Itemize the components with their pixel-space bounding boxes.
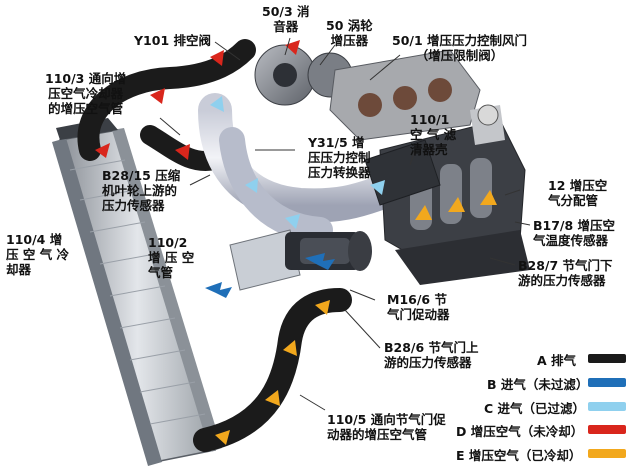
intake-distributor	[379, 104, 530, 285]
label-y101-bypass-valve: Y101 排空阀	[134, 33, 211, 48]
flow-arrows-lightblue	[210, 96, 385, 229]
charge-pipe-hot	[77, 39, 256, 161]
charge-pipe-cooled	[193, 288, 352, 452]
flow-arrows-red	[95, 40, 300, 160]
legend-label-b: B 进气（未过滤）	[487, 377, 589, 392]
label-50-turbocharger: 50 涡轮 增压器	[326, 18, 373, 48]
label-b28-7-pressure-sensor: B28/7 节气门下 游的压力传感器	[518, 258, 613, 288]
legend-swatch-intake-filtered	[588, 402, 626, 411]
legend-swatch-intake-unfiltered	[588, 378, 626, 387]
label-110-3-charge-air-pipe: 110/3 通向增 压空气冷却器 的增压空气管	[45, 71, 127, 116]
label-50-3-muffler: 50/3 消 音器	[262, 4, 310, 34]
label-b17-8-temperature-sensor: B17/8 增压空 气温度传感器	[533, 218, 616, 248]
label-b28-6-pressure-sensor: B28/6 节气门上 游的压力传感器	[384, 340, 479, 370]
throttle-body	[229, 229, 372, 291]
label-m16-6-throttle-actuator: M16/6 节 气门促动器	[387, 292, 450, 322]
flow-arrows-blue	[205, 253, 335, 298]
label-110-4-intercooler: 110/4 增 压 空 气 冷 却器	[6, 232, 70, 277]
legend-swatch-boost-hot	[588, 425, 626, 434]
legend-swatch-boost-cooled	[588, 449, 626, 458]
legend-label-e: E 增压空气（已冷却）	[456, 448, 582, 463]
label-110-2-charge-air-pipe: 110/2 增 压 空 气管	[148, 235, 195, 280]
label-b28-15-pressure-sensor: B28/15 压缩 机叶轮上游的 压力传感器	[102, 168, 181, 213]
legend-label-c: C 进气（已过滤）	[484, 401, 586, 416]
exhaust-manifold	[329, 49, 481, 141]
intercooler	[52, 118, 222, 466]
label-110-1-air-filter-housing: 110/1 空 气 滤 清器壳	[410, 112, 457, 157]
label-12-charge-air-distributor: 12 增压空 气分配管	[548, 178, 608, 208]
label-110-5-charge-air-pipe: 110/5 通向节气门促 动器的增压空气管	[327, 412, 446, 442]
leader-lines	[159, 37, 531, 411]
label-50-1-wastegate: 50/1 增压压力控制风门 （增压限制阀）	[392, 33, 528, 63]
air-filter-housing	[364, 139, 441, 206]
legend-label-d: D 增压空气（未冷却）	[456, 424, 584, 439]
turbocharger	[254, 44, 353, 106]
legend-swatch-exhaust	[588, 354, 626, 363]
flow-arrows-yellow	[215, 190, 497, 445]
legend-label-a: A 排气	[537, 353, 577, 368]
label-y31-5-pressure-transducer: Y31/5 增 压压力控制 压力转换器	[308, 135, 371, 180]
